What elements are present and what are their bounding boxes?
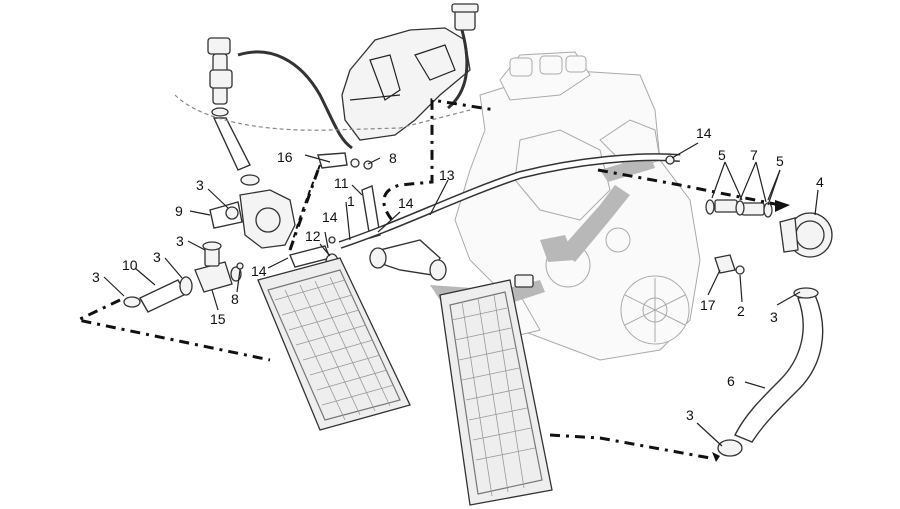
- pipe-fittings-7: [705, 199, 773, 218]
- callout-3-bottom: 3: [686, 407, 694, 423]
- expansion-tank: [341, 3, 479, 141]
- right-radiator: [439, 274, 553, 506]
- callout-3-hose: 3: [153, 249, 161, 265]
- callout-8-left: 8: [231, 291, 239, 307]
- callout-1: 1: [347, 193, 355, 209]
- thermostat-housing: [209, 189, 296, 249]
- callout-2: 2: [737, 303, 745, 319]
- filler-neck: [207, 37, 260, 186]
- lower-hose-6: [717, 287, 824, 457]
- callout-8-top: 8: [389, 150, 397, 166]
- flow-line-left: [73, 298, 271, 362]
- flow-line-pump: [597, 168, 781, 207]
- callout-4: 4: [816, 174, 824, 190]
- leader-lines: [103, 142, 819, 447]
- callout-14-right: 14: [696, 125, 712, 141]
- flow-line-16: [288, 169, 320, 251]
- callout-5-right: 5: [776, 153, 784, 169]
- callout-3-tpiece: 3: [176, 233, 184, 249]
- callout-17: 17: [700, 297, 716, 313]
- callout-13: 13: [439, 167, 455, 183]
- callout-5-left: 5: [718, 147, 726, 163]
- callout-3-pump: 3: [770, 309, 778, 325]
- left-hoses: [123, 152, 447, 313]
- water-pump-cover: [779, 212, 833, 258]
- callout-11: 11: [334, 175, 349, 191]
- callout-7: 7: [750, 147, 758, 163]
- callout-15: 15: [210, 311, 226, 327]
- flow-line-tank: [382, 98, 496, 221]
- callout-14-left: 14: [251, 263, 267, 279]
- flow-line-bottom: [549, 433, 711, 460]
- callout-10: 10: [122, 257, 138, 273]
- callout-3-thermostat: 3: [196, 177, 204, 193]
- callout-16: 16: [277, 149, 293, 165]
- callout-12: 12: [305, 228, 321, 244]
- callout-9: 9: [175, 203, 183, 219]
- temperature-sensor: [714, 254, 745, 275]
- callout-14-center: 14: [322, 209, 338, 225]
- callout-3-left: 3: [92, 269, 100, 285]
- callout-14-pipe: 14: [398, 195, 414, 211]
- callout-labels: 1 2 3 3 3 3 3 3 4 5 5 6 7 8 8 9 10 11 12…: [92, 125, 824, 423]
- callout-6: 6: [727, 373, 735, 389]
- left-radiator: [257, 257, 411, 431]
